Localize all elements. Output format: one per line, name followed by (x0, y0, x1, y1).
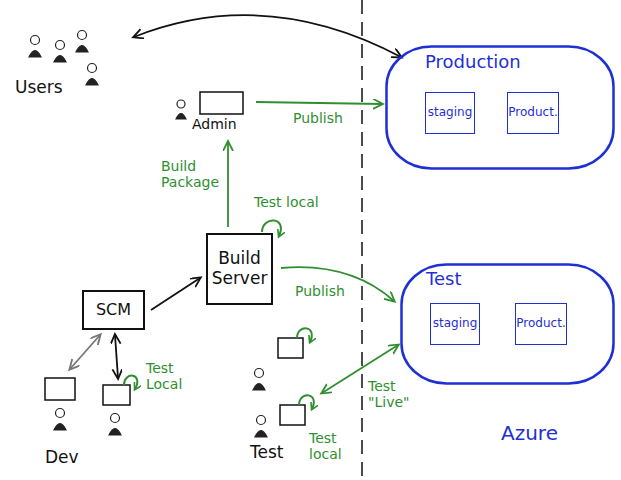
group-label: Dev (45, 448, 79, 468)
slot-box: staging (425, 92, 475, 134)
edge-label: Publish (294, 283, 346, 299)
person-figures (54, 100, 267, 437)
slot-box: Product. (507, 92, 559, 134)
slot-box: Product. (515, 303, 567, 345)
box-label: SCM (96, 301, 131, 319)
flow-arrow (151, 278, 200, 310)
box-label: Build Server (211, 249, 268, 288)
server-box: Build Server (206, 233, 273, 305)
flow-arrow (70, 335, 100, 369)
box-label: staging (433, 317, 477, 331)
environment-region: Production staging Product. (385, 45, 615, 170)
slot-box: staging (430, 303, 480, 345)
flow-arrow (227, 142, 229, 227)
flow-arrow (134, 15, 401, 57)
test-note: Test Local (145, 360, 193, 392)
group-label: Test (250, 443, 283, 463)
edge-label: Test "Live" (367, 378, 417, 410)
cloud-boundary (361, 0, 363, 480)
box-label: Product. (516, 317, 565, 331)
environment-region: Test staging Product. (400, 263, 615, 385)
box-label: Product. (508, 106, 557, 120)
group-label: Users (15, 78, 63, 98)
edge-label: Build Package (160, 158, 226, 190)
user-figures (29, 31, 98, 86)
admin-station: Admin (172, 88, 252, 136)
group-label: Admin (192, 116, 237, 132)
platform-label: Azure (500, 422, 559, 445)
self-test-loops (124, 220, 314, 409)
flow-arrow (115, 335, 118, 378)
test-note: Test local (308, 430, 356, 462)
edge-label: Publish (292, 110, 344, 126)
workstations (45, 92, 305, 425)
box-label: staging (428, 106, 472, 120)
user-group: Users (10, 15, 130, 100)
group-label: Production (425, 52, 521, 73)
flow-arrow (281, 267, 394, 301)
scm-box: SCM (82, 290, 145, 330)
flow-arrow (256, 102, 382, 104)
tester-group: Test (245, 330, 315, 465)
dev-group: Dev (35, 372, 140, 472)
group-label: Test (426, 269, 461, 290)
test-note: Test local (253, 194, 320, 210)
